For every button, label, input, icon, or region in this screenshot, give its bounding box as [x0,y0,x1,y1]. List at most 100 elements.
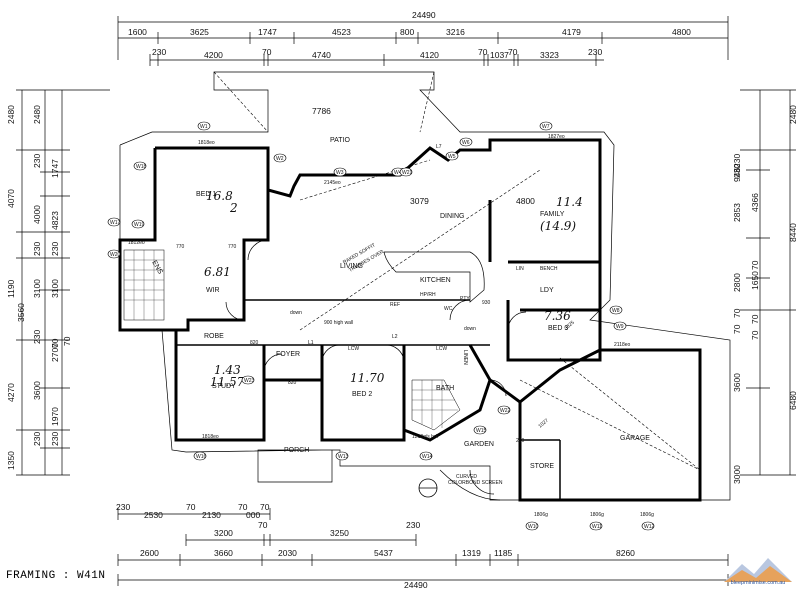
top-dim-r2-8: 70 [508,47,518,57]
top-dim-3: 1747 [258,27,277,37]
plan-title: FRAMING : W41N [6,570,106,582]
room-foyer: FOYER [276,351,300,358]
svg-text:W8: W8 [612,308,620,314]
bottom-r2-2: 70 [258,520,268,530]
right-inner-4: 4366 [750,193,760,212]
room-bath: BATH [436,385,454,392]
svg-text:W10: W10 [528,524,539,530]
dim-1806c: 1806g [640,512,654,518]
top-dim-8: 4800 [672,27,691,37]
dim-820b: 820 [288,380,297,386]
window-marker: W8 [609,305,623,315]
top-dimensions: 24490 1600 3625 1747 4523 800 3216 4179 … [117,10,729,66]
svg-text:W4: W4 [394,170,402,176]
window-marker: W2 [273,153,287,163]
dim-1210: 1210g/s brk [412,434,439,440]
right-inner-6: 1650 [750,271,760,290]
annot-curved: CURVED [456,474,477,480]
svg-text:W12: W12 [644,524,655,530]
bottom-overall-dim: 24490 [404,580,428,590]
annot-down-1: down [290,310,302,316]
top-dim-r2-3: 70 [262,47,272,57]
window-marker: W7 [539,121,553,131]
bottom-r3-6: 1185 [494,548,513,558]
svg-text:W14: W14 [422,454,433,460]
right-inner-7: 70 [732,308,742,318]
room-porch: PORCH [284,447,309,454]
window-marker: W14 [419,451,433,461]
room-ens: ENS [150,260,163,276]
left-small-2: 70 [50,338,60,348]
left-small-1: 230 [50,242,60,256]
bottom-r2-4: 230 [406,520,420,530]
window-marker: W9 [613,321,627,331]
top-dim-7: 4179 [562,27,581,37]
annot-lin: LIN [516,266,524,272]
top-dim-4: 4523 [332,27,351,37]
left-inner-12: 1970 [50,407,60,426]
window-marker: W6 [459,137,473,147]
window-marker: W20 [107,249,121,259]
right-small-4: 70 [750,260,760,270]
bottom-dimensions: 230 2530 70 2130 70 000 70 3200 70 3250 … [116,502,729,590]
svg-text:W2: W2 [276,156,284,162]
bath-tile-pattern [411,379,461,431]
svg-text:W21: W21 [402,170,413,176]
top-overall-dim: 24490 [412,10,436,20]
room-study: STUDY [212,383,236,390]
left-inner-7: 3100 [32,279,42,298]
door-swings [225,239,527,495]
room-bed3: BED 3 [548,325,568,332]
room-ldy: LDY [540,287,554,294]
dim-1027: 1027 [537,418,550,430]
dim-1806a: 1806g [534,512,548,518]
window-marker: W19 [131,219,145,229]
annot-wall900: 900 high wall [324,320,353,326]
svg-text:W7: W7 [542,124,550,130]
left-inner-4: 4000 [32,205,42,224]
left-outer-3: 1190 [6,279,16,298]
dim-1818b: 1818eo [202,434,219,440]
left-inner-3: 1747 [50,159,60,178]
annot-screen: COLORBOND SCREEN [448,480,503,486]
misc-dimensions: 770 770 820 820 930 3325 250 1027 1818eo… [128,134,654,518]
hand-study2: 11.57 [210,375,245,389]
bottom-r3-7: 8260 [616,548,635,558]
room-bed2: BED 2 [352,391,372,398]
hand-bed3: 7.36 [544,309,571,323]
annot-pty: PTY [460,296,470,302]
svg-text:W23: W23 [244,378,255,384]
hand-family2: (14.9) [540,219,576,233]
top-dim-1: 1600 [128,27,147,37]
right-inner-10: 3000 [732,465,742,484]
window-marker: W22 [497,405,511,415]
ensuite-tile-pattern [123,249,165,321]
right-outer-3: 6480 [788,391,798,410]
watermark-logo-icon [724,558,792,582]
left-inner-5: 4823 [50,211,60,230]
left-outer-5: 4270 [6,383,16,402]
top-dim-r2-1: 230 [152,47,166,57]
right-inner-9: 3600 [732,373,742,392]
left-inner-11: 3600 [32,381,42,400]
window-marker: W23 [241,375,255,385]
top-dim-r2-10: 230 [588,47,602,57]
svg-text:W6: W6 [462,140,470,146]
annot-ref: REF [390,302,400,308]
dim-1806b: 1806g [590,512,604,518]
right-small-2: 70 [750,314,760,324]
hand-family-w: 4800 [516,196,535,206]
dim-930: 930 [482,300,491,306]
hand-bed1b: 2 [229,201,238,215]
dim-3325: 3325 [563,320,576,332]
annot-hprh: HP/RH [420,292,436,298]
annot-bench: BENCH [540,266,558,272]
window-markers: W1 W2 W3 W4 W5 W6 W7 W8 W9 W10 W11 W12 W… [107,121,655,531]
hand-wir: 6.81 [204,265,231,279]
svg-text:W13: W13 [338,454,349,460]
left-dimensions: 2480 4070 1190 3560 4270 1350 2480 230 1… [6,89,110,476]
room-living: LIVING [340,263,363,270]
bottom-r1-1: 230 [116,502,130,512]
room-wc: WC [444,306,453,312]
dim-1827: 1827eo [548,134,565,140]
